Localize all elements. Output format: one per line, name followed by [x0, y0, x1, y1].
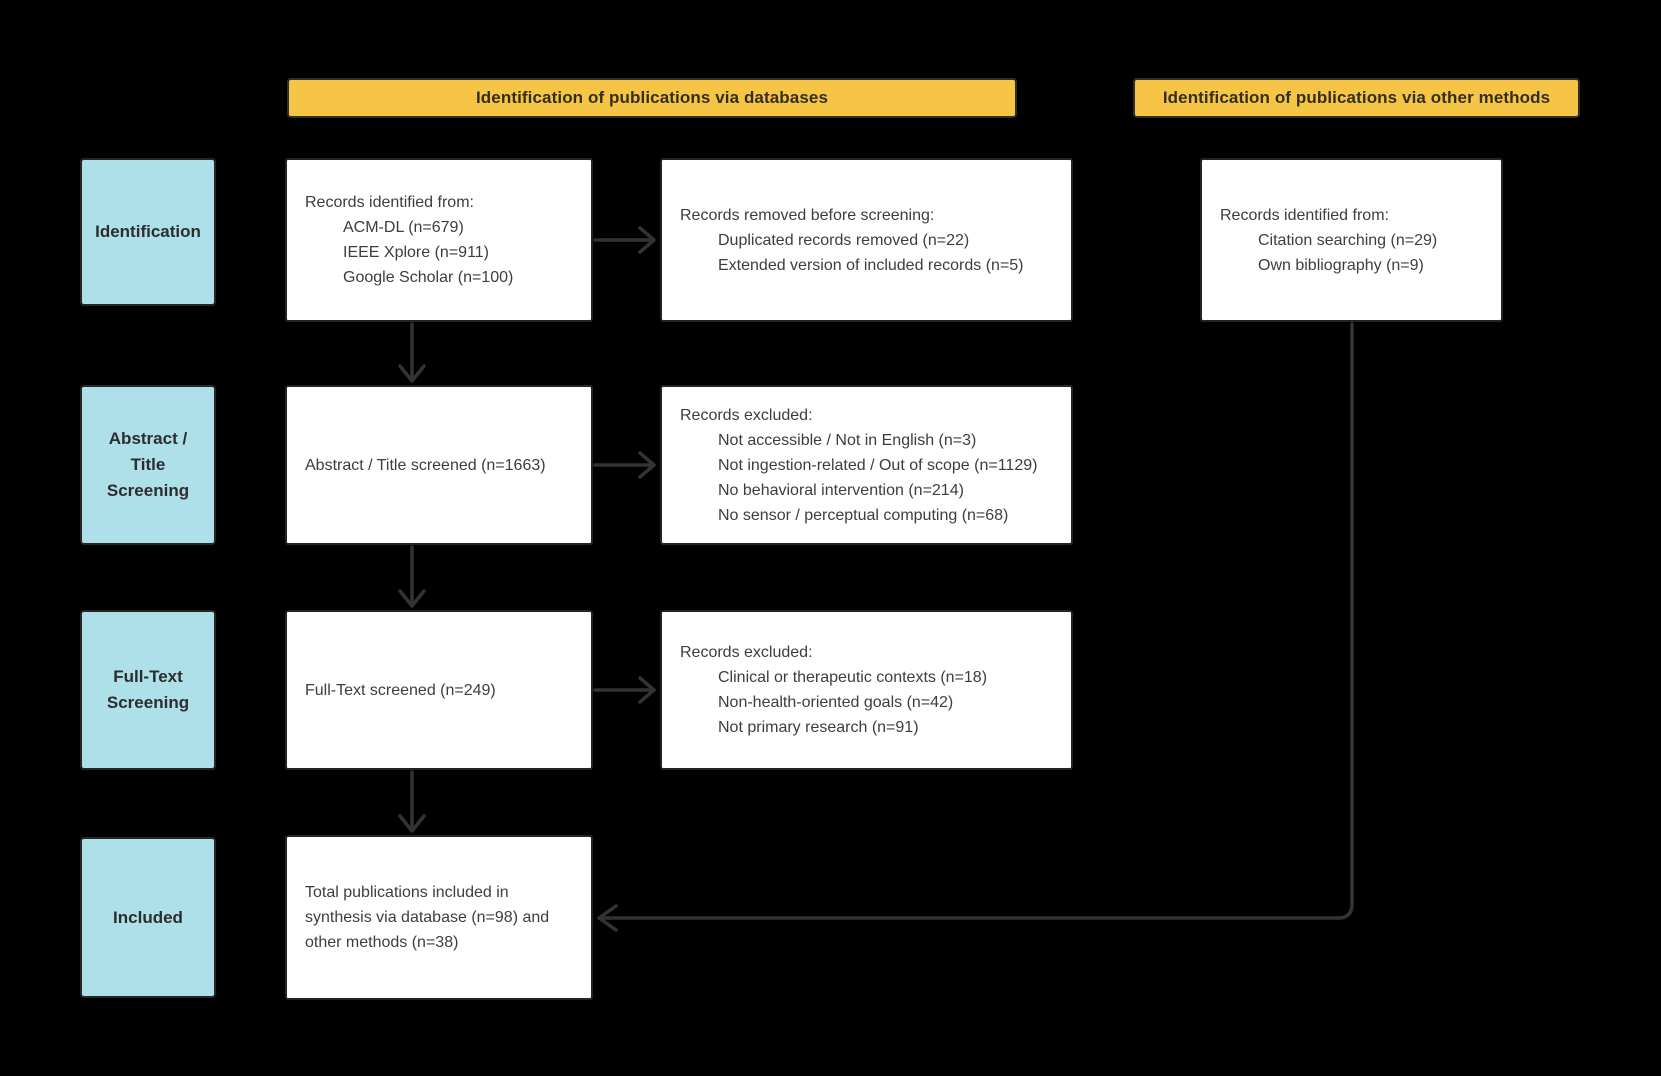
record-source: ACM-DL (n=679): [343, 219, 464, 236]
removal-reason: Extended version of included records (n=…: [718, 256, 1024, 274]
exclusion-reason: Clinical or therapeutic contexts (n=18): [718, 669, 988, 686]
stage-box-identification: Identification: [80, 158, 216, 306]
box-title: Records removed before screening:: [680, 206, 935, 224]
exclusion-reason: Non-health-oriented goals (n=42): [718, 694, 954, 711]
arrow-abstract-to-excluded: [593, 451, 656, 479]
box-total-included: Total publications included in synthesis…: [285, 835, 593, 1000]
box-title: Records identified from:: [1220, 206, 1389, 224]
box-text: Full-Text screened (n=249): [305, 681, 496, 699]
record-source: Own bibliography (n=9): [1258, 256, 1424, 274]
exclusion-reason: Not primary research (n=91): [718, 719, 919, 736]
box-title: Records excluded:: [680, 644, 813, 661]
box-other-records-identified: Records identified from: Citation search…: [1200, 158, 1503, 322]
box-title: Records excluded:: [680, 406, 813, 424]
exclusion-reason: Not ingestion-related / Out of scope (n=…: [718, 456, 1038, 474]
exclusion-reason: No behavioral intervention (n=214): [718, 481, 964, 499]
box-records-removed-before-screening: Records removed before screening: Duplic…: [660, 158, 1073, 322]
exclusion-reason: No sensor / perceptual computing (n=68): [718, 506, 1009, 524]
arrow-fulltext-to-included: [398, 770, 426, 833]
exclusion-reason: Not accessible / Not in English (n=3): [718, 431, 977, 449]
removal-reason: Duplicated records removed (n=22): [718, 231, 970, 249]
record-source: Google Scholar (n=100): [343, 269, 514, 286]
box-full-text-screened: Full-Text screened (n=249): [285, 610, 593, 770]
arrow-fulltext-to-excluded: [593, 676, 656, 704]
arrow-identification-to-removed: [593, 226, 656, 254]
arrow-identification-to-abstract: [398, 322, 426, 383]
box-abstract-title-screened: Abstract / Title screened (n=1663): [285, 385, 593, 545]
banner-databases: Identification of publications via datab…: [287, 78, 1017, 118]
box-title: Records identified from:: [305, 194, 474, 211]
arrow-abstract-to-fulltext: [398, 545, 426, 608]
banner-other-methods: Identification of publications via other…: [1133, 78, 1580, 118]
box-text: Total publications included in synthesis…: [305, 884, 550, 951]
box-records-excluded-abstract: Records excluded: Not accessible / Not i…: [660, 385, 1073, 545]
stage-box-abstract-title-screening: Abstract / Title Screening: [80, 385, 216, 545]
box-db-records-identified: Records identified from: ACM-DL (n=679) …: [285, 158, 593, 322]
record-source: Citation searching (n=29): [1258, 231, 1438, 249]
box-text: Abstract / Title screened (n=1663): [305, 456, 546, 474]
record-source: IEEE Xplore (n=911): [343, 244, 490, 261]
stage-box-included: Included: [80, 837, 216, 998]
stage-box-full-text-screening: Full-Text Screening: [80, 610, 216, 770]
box-records-excluded-fulltext: Records excluded: Clinical or therapeuti…: [660, 610, 1073, 770]
